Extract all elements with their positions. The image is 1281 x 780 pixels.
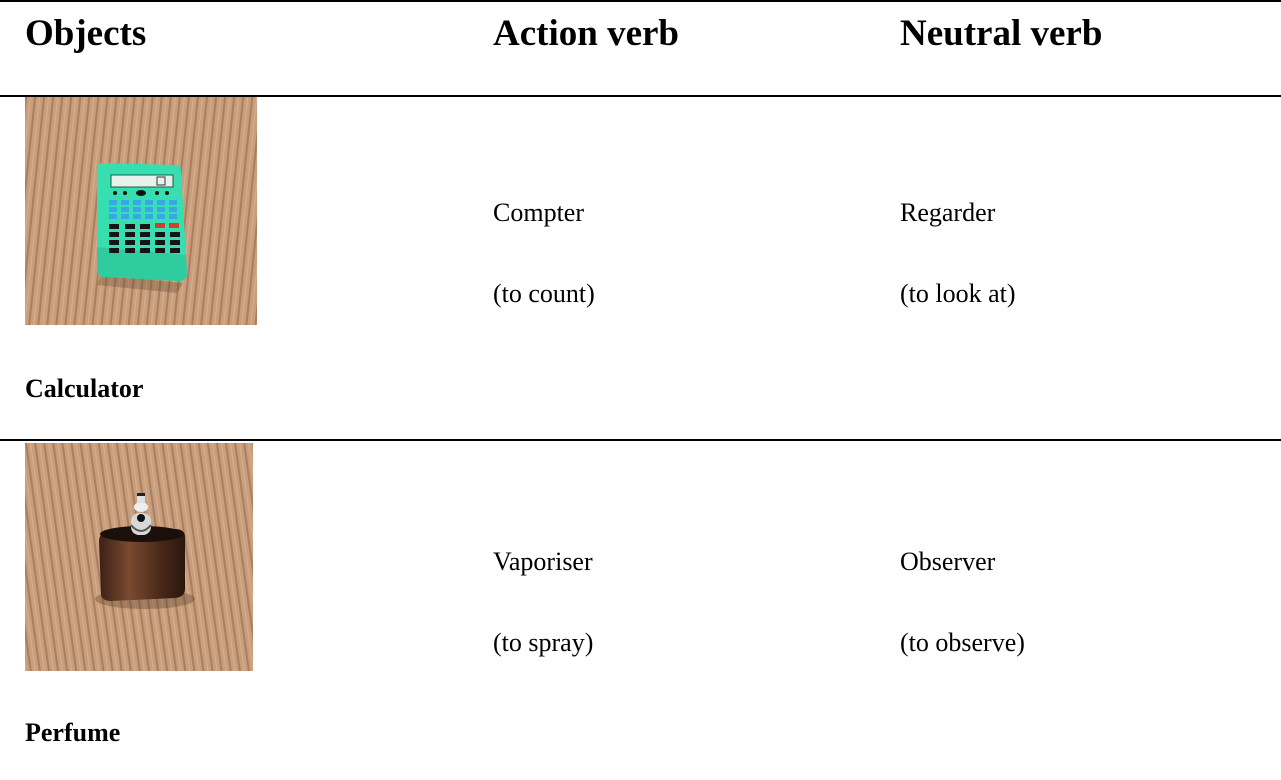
column-header-objects: Objects [25,13,147,54]
action-gloss-calculator: (to count) [493,279,595,308]
action-verb-calculator: Compter [493,198,584,227]
row-separator-rule [0,439,1281,441]
table-top-rule [0,0,1281,2]
column-header-neutral-verb: Neutral verb [900,13,1103,54]
column-header-action-verb: Action verb [493,13,679,54]
action-gloss-perfume: (to spray) [493,628,594,657]
perfume-bottle-image [25,443,253,671]
neutral-gloss-calculator: (to look at) [900,279,1016,308]
header-rule [0,95,1281,97]
action-verb-perfume: Vaporiser [493,547,593,576]
neutral-verb-perfume: Observer [900,547,996,576]
calculator-image [25,97,257,325]
neutral-gloss-perfume: (to observe) [900,628,1025,657]
object-name-perfume: Perfume [25,718,121,747]
neutral-verb-calculator: Regarder [900,198,996,227]
object-name-calculator: Calculator [25,374,144,403]
